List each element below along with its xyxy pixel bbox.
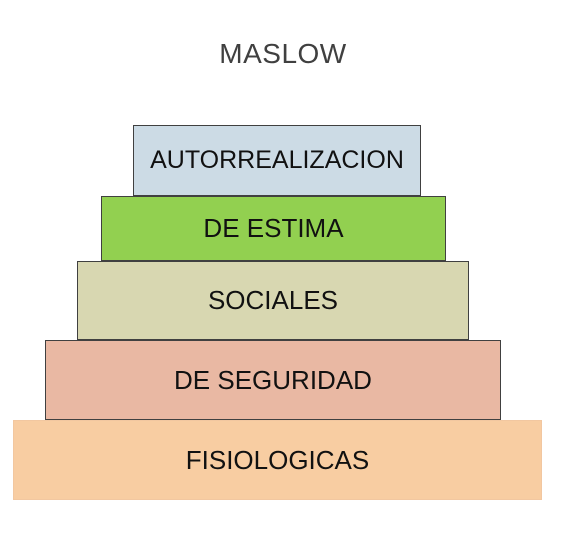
pyramid-level-sociales: SOCIALES bbox=[77, 261, 469, 340]
pyramid-level-label: SOCIALES bbox=[207, 285, 339, 315]
pyramid-level-label: DE SEGURIDAD bbox=[174, 364, 372, 395]
pyramid-level-label: AUTORREALIZACION bbox=[150, 146, 404, 174]
diagram-title: MASLOW bbox=[219, 38, 347, 69]
pyramid-level-label: DE ESTIMA bbox=[203, 213, 344, 243]
pyramid-level-seguridad: DE SEGURIDAD bbox=[45, 340, 501, 420]
pyramid-level-fisiologicas: FISIOLOGICAS bbox=[13, 420, 542, 500]
pyramid-level-label: FISIOLOGICAS bbox=[185, 444, 370, 475]
pyramid-level-autorrealizacion: AUTORREALIZACION bbox=[133, 125, 421, 196]
pyramid-level-estima: DE ESTIMA bbox=[101, 196, 446, 261]
